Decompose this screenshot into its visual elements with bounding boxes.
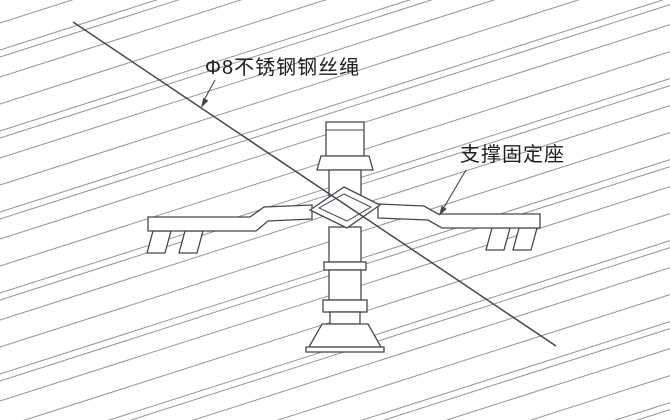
upper-tube-top bbox=[325, 121, 365, 157]
hatch-line bbox=[382, 328, 670, 420]
right-clamp-foot-inner bbox=[485, 227, 511, 251]
base-plate bbox=[305, 346, 385, 353]
upper-flange bbox=[316, 155, 374, 171]
support-mount-arrowhead-icon bbox=[439, 205, 447, 216]
hatch-line bbox=[0, 0, 327, 105]
clamp-plate-inner bbox=[317, 193, 373, 222]
support-mount-leader-line bbox=[442, 169, 467, 210]
lower-tube-joint bbox=[323, 261, 367, 271]
hatch-line bbox=[0, 0, 433, 139]
hatch-line bbox=[192, 267, 670, 420]
hatch-line bbox=[0, 0, 496, 159]
right-clamp-foot-outer bbox=[512, 227, 538, 251]
lower-tube-upper bbox=[328, 226, 362, 263]
wire-rope-line bbox=[72, 21, 557, 347]
lower-tube-mid bbox=[328, 269, 362, 301]
hatch-line bbox=[0, 0, 180, 58]
hatch-line bbox=[0, 4, 670, 220]
hatch-line bbox=[360, 321, 670, 420]
hatch-line bbox=[0, 0, 158, 51]
hatch-line bbox=[635, 409, 670, 420]
wire-rope-arrowhead-icon bbox=[201, 97, 209, 108]
hatch-line bbox=[0, 0, 243, 78]
support-mount-label: 支撑固定座 bbox=[460, 144, 565, 166]
hatch-line bbox=[0, 0, 412, 132]
hatch-line bbox=[276, 294, 670, 420]
left-support-arm bbox=[147, 204, 313, 232]
hatch-line bbox=[129, 247, 670, 420]
left-clamp-foot-outer bbox=[146, 230, 172, 254]
wire-rope-label: Φ8不锈钢钢丝绳 bbox=[205, 57, 361, 79]
hatch-line bbox=[613, 402, 670, 420]
support-mount-leader bbox=[439, 169, 467, 216]
clamp-plate-outer bbox=[308, 186, 382, 229]
wire-rope-leader-line bbox=[202, 79, 216, 103]
hatch-line bbox=[445, 348, 670, 420]
support-bracket bbox=[146, 121, 541, 353]
hatch-line bbox=[529, 375, 670, 420]
hatch-line bbox=[0, 0, 580, 186]
wire-rope-leader bbox=[201, 79, 216, 108]
lower-tube-coupling bbox=[322, 299, 368, 313]
base-flare bbox=[307, 323, 383, 348]
right-support-arm bbox=[377, 203, 541, 229]
hatch-line bbox=[0, 0, 665, 213]
lower-tube-stub bbox=[329, 311, 361, 325]
hatch-line bbox=[0, 0, 74, 24]
